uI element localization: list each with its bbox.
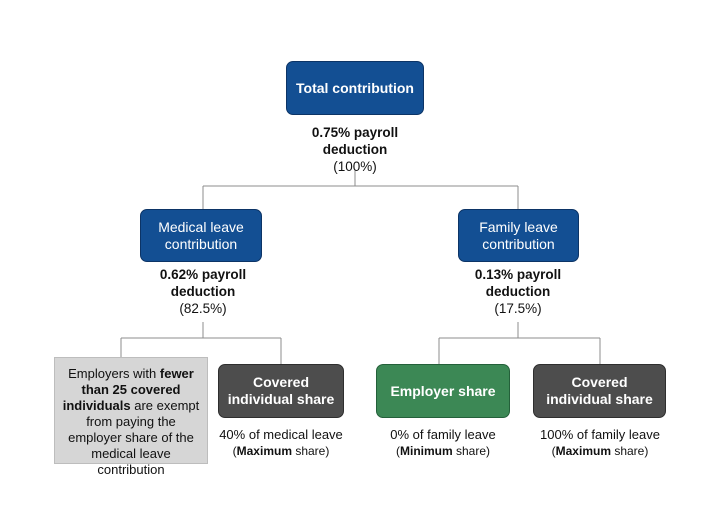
paren-open: ( bbox=[395, 444, 400, 458]
connector-root-to-children bbox=[202, 170, 519, 209]
family-employer-share-box: Employer share bbox=[376, 364, 510, 418]
medical-share-text: (82.5%) bbox=[179, 301, 227, 316]
total-contribution-stat: 0.75% payroll deduction (100%) bbox=[275, 124, 435, 175]
paren-open: ( bbox=[232, 444, 237, 458]
exemption-text-suffix: are exempt from paying the employer shar… bbox=[68, 398, 200, 477]
connector-medical-to-children bbox=[120, 322, 282, 364]
qualifier-rest: share) bbox=[292, 444, 330, 458]
family-covered-individual-box: Covered individual share bbox=[533, 364, 666, 418]
total-contribution-box: Total contribution bbox=[286, 61, 424, 115]
family-covered-detail-text: 100% of family leave bbox=[540, 427, 660, 442]
qualifier-rest: share) bbox=[611, 444, 649, 458]
connector-family-to-children bbox=[438, 322, 601, 364]
family-employer-share-label: Employer share bbox=[390, 382, 496, 399]
medical-leave-box: Medical leave contribution bbox=[140, 209, 262, 262]
family-share-text: (17.5%) bbox=[494, 301, 542, 316]
total-share-text: (100%) bbox=[333, 159, 377, 174]
family-leave-label: Family leave contribution bbox=[479, 218, 558, 252]
exemption-text-bold: fewer than 25 covered individuals bbox=[62, 366, 194, 413]
exemption-text-prefix: Employers with bbox=[68, 366, 160, 381]
total-deduction-text: 0.75% payroll deduction bbox=[311, 125, 399, 157]
medical-leave-label: Medical leave contribution bbox=[158, 218, 244, 252]
medical-covered-individual-box: Covered individual share bbox=[218, 364, 344, 418]
medical-covered-qualifier: Maximum bbox=[236, 444, 292, 458]
family-covered-individual-label: Covered individual share bbox=[546, 374, 653, 407]
total-contribution-label: Total contribution bbox=[296, 79, 414, 96]
medical-deduction-text: 0.62% payroll deduction bbox=[159, 267, 247, 299]
qualifier-rest: share) bbox=[452, 444, 491, 458]
paren-open: ( bbox=[551, 444, 556, 458]
family-employer-qualifier: Minimum bbox=[399, 444, 453, 458]
family-leave-box: Family leave contribution bbox=[458, 209, 579, 262]
family-deduction-text: 0.13% payroll deduction bbox=[474, 267, 562, 299]
family-covered-qualifier: Maximum bbox=[555, 444, 611, 458]
medical-leave-stat: 0.62% payroll deduction (82.5%) bbox=[128, 266, 278, 317]
family-employer-detail: 0% of family leave (Minimum share) bbox=[368, 427, 518, 459]
medical-covered-detail: 40% of medical leave (Maximum share) bbox=[205, 427, 357, 459]
small-employer-exemption-note: Employers with fewer than 25 covered ind… bbox=[54, 357, 208, 477]
family-leave-stat: 0.13% payroll deduction (17.5%) bbox=[443, 266, 593, 317]
medical-covered-detail-text: 40% of medical leave bbox=[219, 427, 343, 442]
medical-covered-individual-label: Covered individual share bbox=[227, 374, 335, 407]
family-employer-detail-text: 0% of family leave bbox=[390, 427, 496, 442]
family-covered-detail: 100% of family leave (Maximum share) bbox=[524, 427, 676, 459]
